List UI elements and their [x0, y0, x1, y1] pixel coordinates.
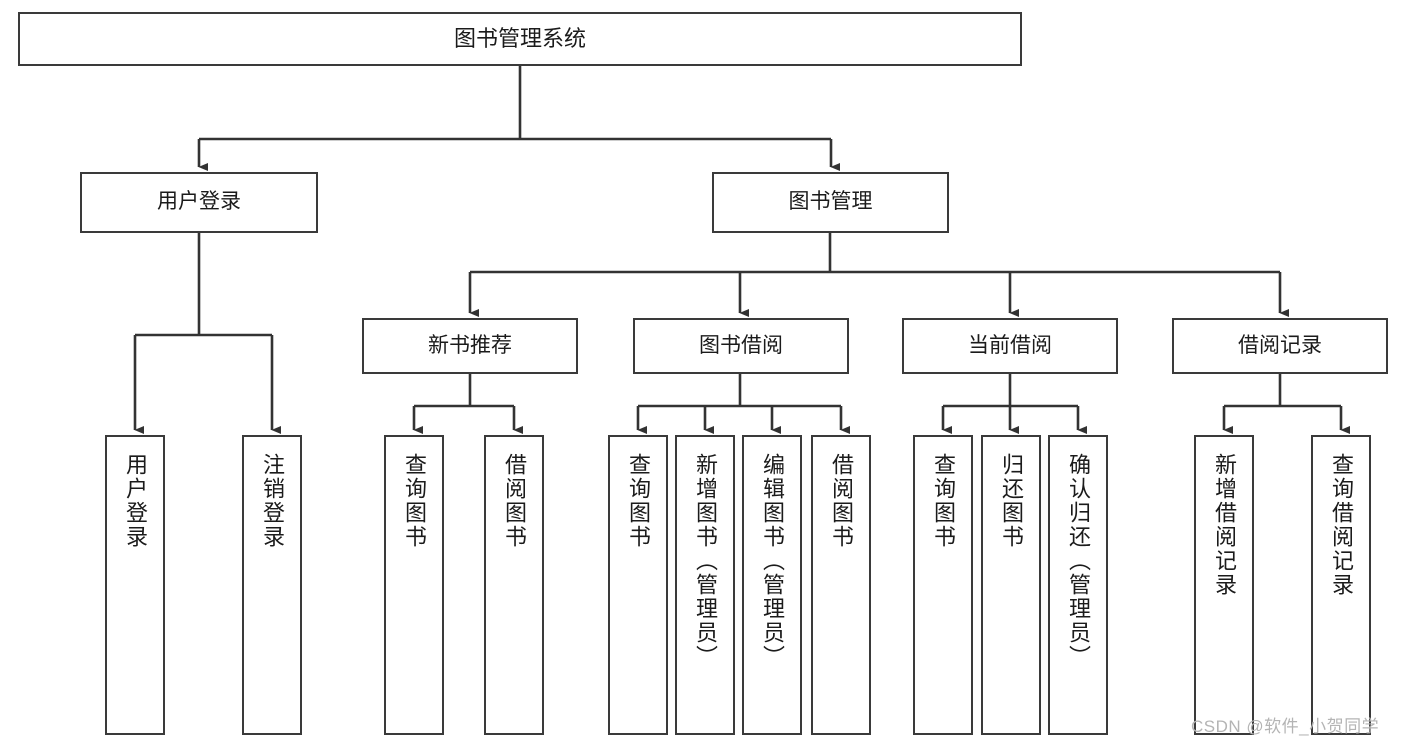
node-leaf-query-record[interactable]: 查询借阅记录 — [1311, 435, 1371, 735]
node-current-borrow[interactable]: 当前借阅 — [902, 318, 1118, 374]
node-leaf-add-record-label: 新增借阅记录 — [1212, 453, 1237, 597]
node-book-management-label: 图书管理 — [788, 190, 873, 214]
node-leaf-edit-book-label: 编辑图书（管理员） — [760, 453, 785, 669]
node-leaf-logout-label: 注销登录 — [260, 453, 285, 549]
node-leaf-confirm-return[interactable]: 确认归还（管理员） — [1048, 435, 1108, 735]
node-user-login[interactable]: 用户登录 — [80, 172, 318, 233]
node-leaf-return-book-label: 归还图书 — [999, 453, 1024, 549]
node-root[interactable]: 图书管理系统 — [18, 12, 1022, 66]
node-new-book-recommend-label: 新书推荐 — [428, 333, 512, 357]
node-leaf-add-book-label: 新增图书（管理员） — [693, 453, 718, 669]
node-leaf-add-book[interactable]: 新增图书（管理员） — [675, 435, 735, 735]
node-leaf-borrow-book-2[interactable]: 借阅图书 — [811, 435, 871, 735]
node-leaf-query-book-3-label: 查询图书 — [931, 453, 956, 549]
node-leaf-query-book-2-label: 查询图书 — [626, 453, 651, 549]
node-leaf-borrow-book-1[interactable]: 借阅图书 — [484, 435, 544, 735]
node-book-borrow-label: 图书借阅 — [699, 333, 783, 357]
node-leaf-add-record[interactable]: 新增借阅记录 — [1194, 435, 1254, 735]
node-new-book-recommend[interactable]: 新书推荐 — [362, 318, 578, 374]
node-leaf-logout[interactable]: 注销登录 — [242, 435, 302, 735]
node-leaf-return-book[interactable]: 归还图书 — [981, 435, 1041, 735]
node-current-borrow-label: 当前借阅 — [968, 333, 1052, 357]
node-leaf-query-book-1[interactable]: 查询图书 — [384, 435, 444, 735]
node-leaf-edit-book[interactable]: 编辑图书（管理员） — [742, 435, 802, 735]
node-book-borrow[interactable]: 图书借阅 — [633, 318, 849, 374]
node-book-management[interactable]: 图书管理 — [712, 172, 949, 233]
node-leaf-query-record-label: 查询借阅记录 — [1329, 453, 1354, 597]
watermark: CSDN @软件_小贺同学 — [1191, 717, 1380, 736]
node-borrow-record-label: 借阅记录 — [1238, 333, 1322, 357]
node-leaf-query-book-1-label: 查询图书 — [402, 453, 427, 549]
node-borrow-record[interactable]: 借阅记录 — [1172, 318, 1388, 374]
node-leaf-confirm-return-label: 确认归还（管理员） — [1066, 453, 1091, 669]
node-leaf-query-book-2[interactable]: 查询图书 — [608, 435, 668, 735]
node-leaf-borrow-book-2-label: 借阅图书 — [829, 453, 854, 549]
node-root-label: 图书管理系统 — [453, 26, 586, 52]
node-leaf-user-login[interactable]: 用户登录 — [105, 435, 165, 735]
node-leaf-user-login-label: 用户登录 — [123, 453, 148, 549]
node-leaf-query-book-3[interactable]: 查询图书 — [913, 435, 973, 735]
node-user-login-label: 用户登录 — [157, 190, 241, 214]
node-leaf-borrow-book-1-label: 借阅图书 — [502, 453, 527, 549]
